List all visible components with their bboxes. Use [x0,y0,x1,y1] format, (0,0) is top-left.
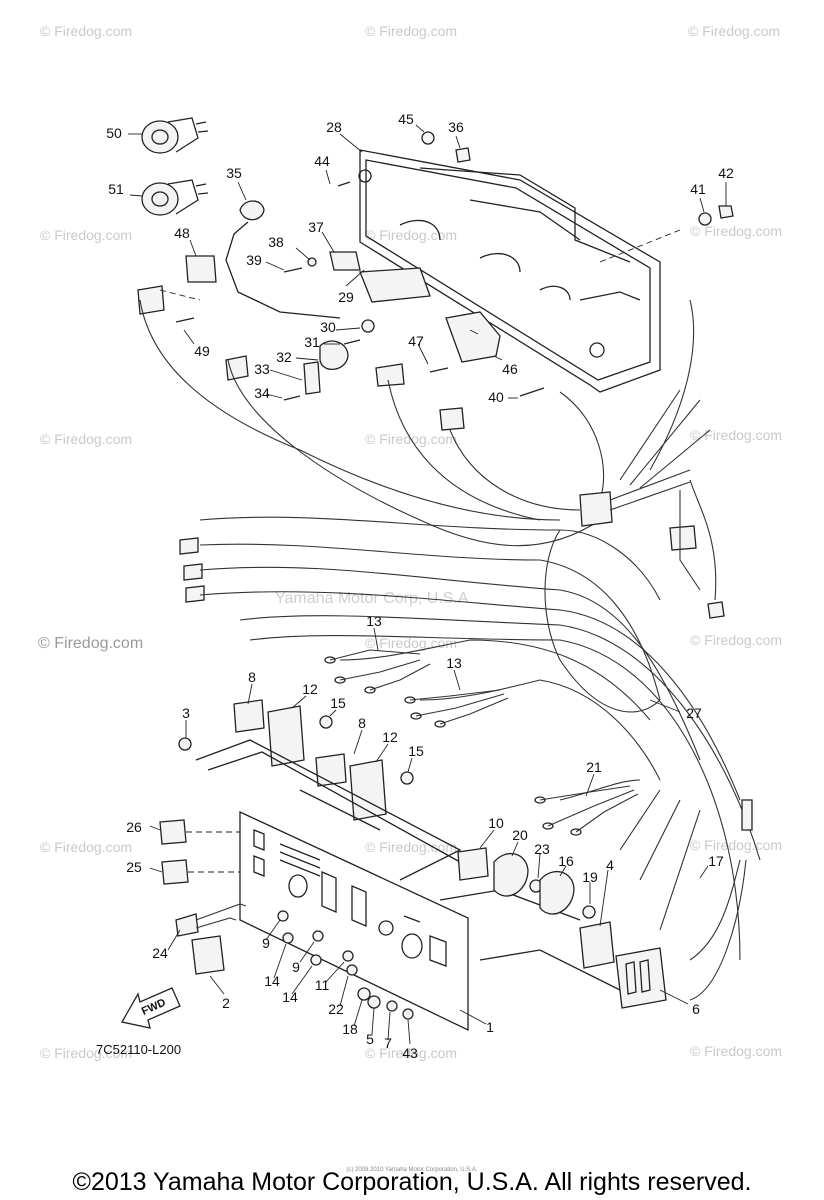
callout-43: 43 [402,1045,418,1061]
callout-44: 44 [314,153,330,169]
callout-12a: 12 [302,681,318,697]
callout-12b: 12 [382,729,398,745]
callout-8b: 8 [358,715,366,731]
callout-39: 39 [246,252,262,268]
callout-45: 45 [398,111,414,127]
watermark: © Firedog.com [690,632,782,648]
watermark: © Firedog.com [690,1043,782,1059]
callout-13b: 13 [446,655,462,671]
watermark: © Firedog.com [40,839,132,855]
sub-harness-13 [324,649,509,728]
callout-22: 22 [328,1001,344,1017]
breakers-outlets [178,699,414,821]
callout-15b: 15 [408,743,424,759]
callout-18: 18 [342,1021,358,1037]
watermark: © Firedog.com [40,431,132,447]
tiny-copyright: (c) 2008 2010 Yamaha Motor Corporation, … [346,1167,478,1173]
callout-7: 7 [384,1035,392,1051]
callout-10: 10 [488,815,504,831]
callout-3: 3 [182,705,190,721]
callout-9b: 9 [292,959,300,975]
callout-13a: 13 [366,613,382,629]
callout-30: 30 [320,319,336,335]
lower-left-components [159,819,414,1020]
callout-27: 27 [686,705,702,721]
callout-46: 46 [502,361,518,377]
watermark: © Firedog.com [365,1045,457,1061]
callout-5: 5 [366,1031,374,1047]
callout-17: 17 [708,853,724,869]
watermark: © Firedog.com [40,23,132,39]
callout-35: 35 [226,165,242,181]
callout-19: 19 [582,869,598,885]
callout-34: 34 [254,385,270,401]
watermark: © Firedog.com [690,837,782,853]
callout-32: 32 [276,349,292,365]
callout-14b: 14 [282,989,298,1005]
callout-40: 40 [488,389,504,405]
callout-37: 37 [308,219,324,235]
callout-38: 38 [268,234,284,250]
callout-23: 23 [534,841,550,857]
sub-harness-21 [534,785,639,836]
callout-16: 16 [558,853,574,869]
diagram-code: 7C52110-L200 [96,1042,181,1057]
callout-24: 24 [152,945,168,961]
center-watermark: Yamaha Motor Corp, U.S.A. [275,590,473,607]
leader-lines [128,124,727,1045]
callout-8a: 8 [248,669,256,685]
watermark: © Firedog.com [688,23,780,39]
callout-50: 50 [106,125,122,141]
callout-47: 47 [408,333,424,349]
callout-labels: 50 51 28 45 36 44 35 42 41 37 38 48 39 2… [106,111,734,1061]
callout-15a: 15 [330,695,346,711]
callout-49: 49 [194,343,210,359]
callout-14a: 14 [264,973,280,989]
upper-small-parts [137,131,734,619]
fwd-arrow: FWD [120,987,181,1029]
main-switch-50 [141,117,209,154]
watermark: © Firedog.com [365,839,457,855]
callout-6: 6 [692,1001,700,1017]
watermark: © Firedog.com [365,23,457,39]
watermark: © Firedog.com [40,1045,132,1061]
callout-33: 33 [254,361,270,377]
watermark: © Firedog.com [690,427,782,443]
wiring-harness [139,299,761,1001]
callout-29: 29 [338,289,354,305]
callout-11: 11 [315,977,330,993]
main-switch-51 [141,179,209,216]
callout-36: 36 [448,119,464,135]
callout-4: 4 [606,857,614,873]
callout-26: 26 [126,819,142,835]
footer-copyright: ©2013 Yamaha Motor Corporation, U.S.A. A… [73,1168,752,1196]
callout-1: 1 [486,1019,494,1035]
control-box-housing [358,149,661,393]
callout-41: 41 [690,181,706,197]
watermark: © Firedog.com [38,635,143,652]
watermarks: © Firedog.com © Firedog.com © Firedog.co… [38,23,782,1061]
callout-31: 31 [304,334,320,350]
watermark: © Firedog.com [690,223,782,239]
watermark: © Firedog.com [40,227,132,243]
callout-51: 51 [108,181,124,197]
lower-right-components [457,847,667,1009]
callout-25: 25 [126,859,142,875]
callout-2: 2 [222,995,230,1011]
callout-20: 20 [512,827,528,843]
callout-42: 42 [718,165,734,181]
callout-9a: 9 [262,935,270,951]
watermark: © Firedog.com [365,227,457,243]
callout-28: 28 [326,119,342,135]
callout-21: 21 [586,759,602,775]
callout-48: 48 [174,225,190,241]
